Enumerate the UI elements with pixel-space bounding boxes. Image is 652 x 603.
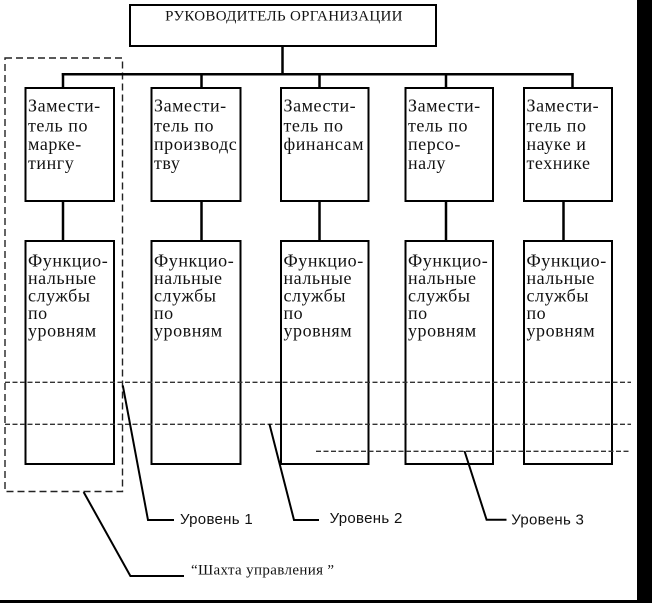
svg-text:тель по: тель по [154,115,214,135]
svg-text:службы: службы [154,286,217,306]
svg-text:производс: производс [154,134,237,154]
svg-text:по: по [28,303,48,323]
svg-text:Функцио-: Функцио- [154,251,234,271]
svg-text:тель по: тель по [28,115,88,135]
svg-text:уровням: уровням [154,321,223,341]
svg-text:науке и: науке и [527,134,587,154]
svg-text:по: по [408,303,428,323]
svg-text:“Шахта управления ”: “Шахта управления ” [191,563,334,579]
svg-text:Функцио-: Функцио- [527,251,607,271]
svg-text:технике: технике [527,153,591,173]
svg-text:по: по [284,303,304,323]
svg-text:службы: службы [284,286,347,306]
svg-text:нальные: нальные [154,268,223,288]
svg-text:Функцио-: Функцио- [28,251,108,271]
svg-text:уровням: уровням [284,321,353,341]
svg-text:Замести-: Замести- [284,96,357,116]
svg-text:службы: службы [28,286,91,306]
svg-text:налу: налу [408,153,446,173]
svg-text:Замести-: Замести- [154,96,227,116]
svg-text:по: по [527,303,547,323]
svg-text:Функцио-: Функцио- [408,251,488,271]
svg-text:по: по [154,303,174,323]
svg-text:Замести-: Замести- [527,96,600,116]
svg-text:нальные: нальные [284,268,353,288]
svg-text:Уровень 1: Уровень 1 [180,511,253,528]
svg-text:уровням: уровням [28,321,97,341]
svg-text:Уровень 2: Уровень 2 [330,510,403,527]
svg-text:тингу: тингу [28,153,74,173]
svg-text:марке-: марке- [28,134,82,154]
svg-text:тель по: тель по [527,115,587,135]
svg-text:Замести-: Замести- [408,96,481,116]
svg-text:финансам: финансам [284,134,365,154]
svg-text:тель по: тель по [284,115,344,135]
svg-text:тву: тву [154,153,180,173]
svg-text:Функцио-: Функцио- [284,251,364,271]
svg-text:Уровень 3: Уровень 3 [511,512,584,529]
svg-text:Замести-: Замести- [28,96,101,116]
svg-text:нальные: нальные [527,268,596,288]
svg-text:нальные: нальные [408,268,477,288]
svg-text:уровням: уровням [408,321,477,341]
svg-text:службы: службы [527,286,590,306]
svg-text:уровням: уровням [527,321,596,341]
svg-text:тель по: тель по [408,115,468,135]
svg-text:службы: службы [408,286,471,306]
svg-text:РУКОВОДИТЕЛЬ ОРГАНИЗАЦИИ: РУКОВОДИТЕЛЬ ОРГАНИЗАЦИИ [165,9,403,25]
svg-text:нальные: нальные [28,268,97,288]
svg-text:персо-: персо- [408,134,461,154]
